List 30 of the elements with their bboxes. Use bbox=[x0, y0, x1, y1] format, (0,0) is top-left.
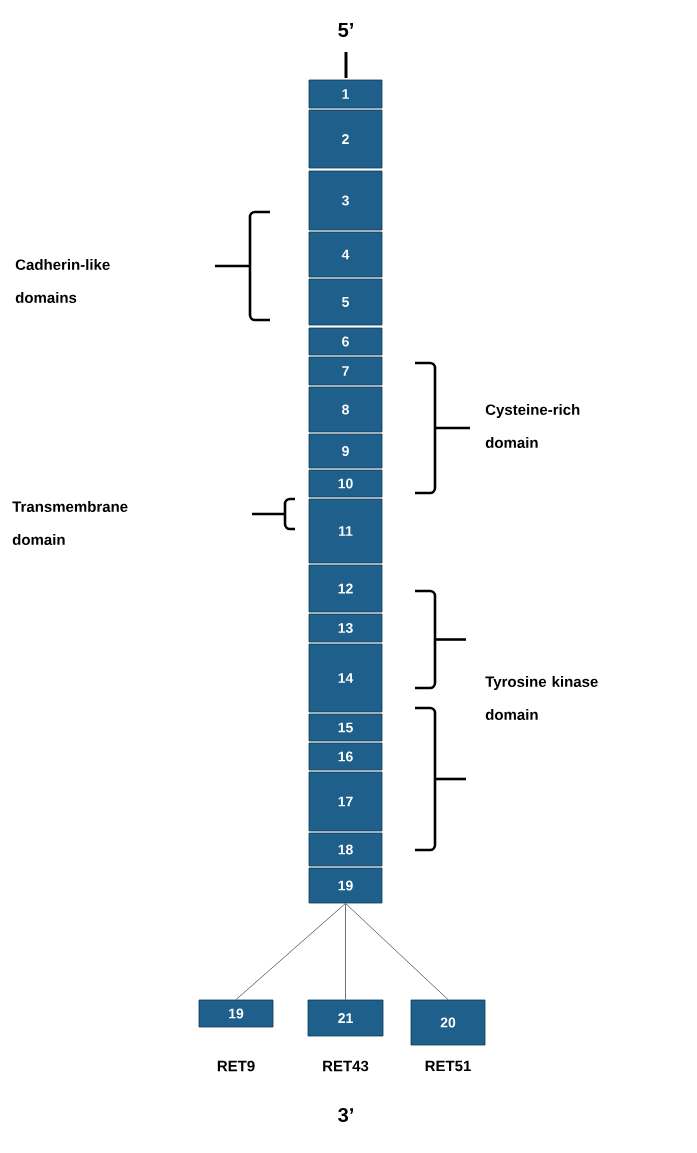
connector-line bbox=[345, 903, 346, 1000]
exon-box: 8 bbox=[308, 386, 383, 433]
exon-box: 19 bbox=[308, 867, 383, 904]
exon-box: 20 bbox=[410, 999, 486, 1046]
exon-box: 21 bbox=[307, 999, 384, 1037]
exon-box: 10 bbox=[308, 469, 383, 498]
end-label: 5’ bbox=[338, 23, 353, 37]
domain-label: Cadherin-like domains bbox=[15, 259, 110, 303]
exon-box: 19 bbox=[198, 999, 274, 1028]
exon-box: 6 bbox=[308, 327, 383, 356]
exon-box: 9 bbox=[308, 433, 383, 469]
exon-box: 12 bbox=[308, 564, 383, 613]
domain-label: Tyrosine kinase domain bbox=[485, 676, 598, 720]
domain-label: Transmembrane domain bbox=[12, 501, 128, 545]
connector-line bbox=[235, 903, 346, 1000]
exon-box: 1 bbox=[308, 79, 383, 109]
domain-label: Cysteine-rich domain bbox=[485, 404, 580, 448]
isoform-label: RET51 bbox=[425, 1060, 471, 1072]
exon-box: 16 bbox=[308, 742, 383, 771]
exon-box: 7 bbox=[308, 356, 383, 386]
exon-box: 13 bbox=[308, 613, 383, 643]
exon-box: 5 bbox=[308, 278, 383, 326]
connector-line bbox=[345, 903, 449, 1000]
isoform-label: RET9 bbox=[217, 1060, 255, 1072]
exon-box: 15 bbox=[308, 713, 383, 742]
end-label: 3’ bbox=[338, 1107, 353, 1123]
isoform-label: RET43 bbox=[323, 1060, 369, 1072]
exon-box: 3 bbox=[308, 170, 383, 231]
exon-box: 18 bbox=[308, 832, 383, 867]
exon-box: 4 bbox=[308, 231, 383, 278]
